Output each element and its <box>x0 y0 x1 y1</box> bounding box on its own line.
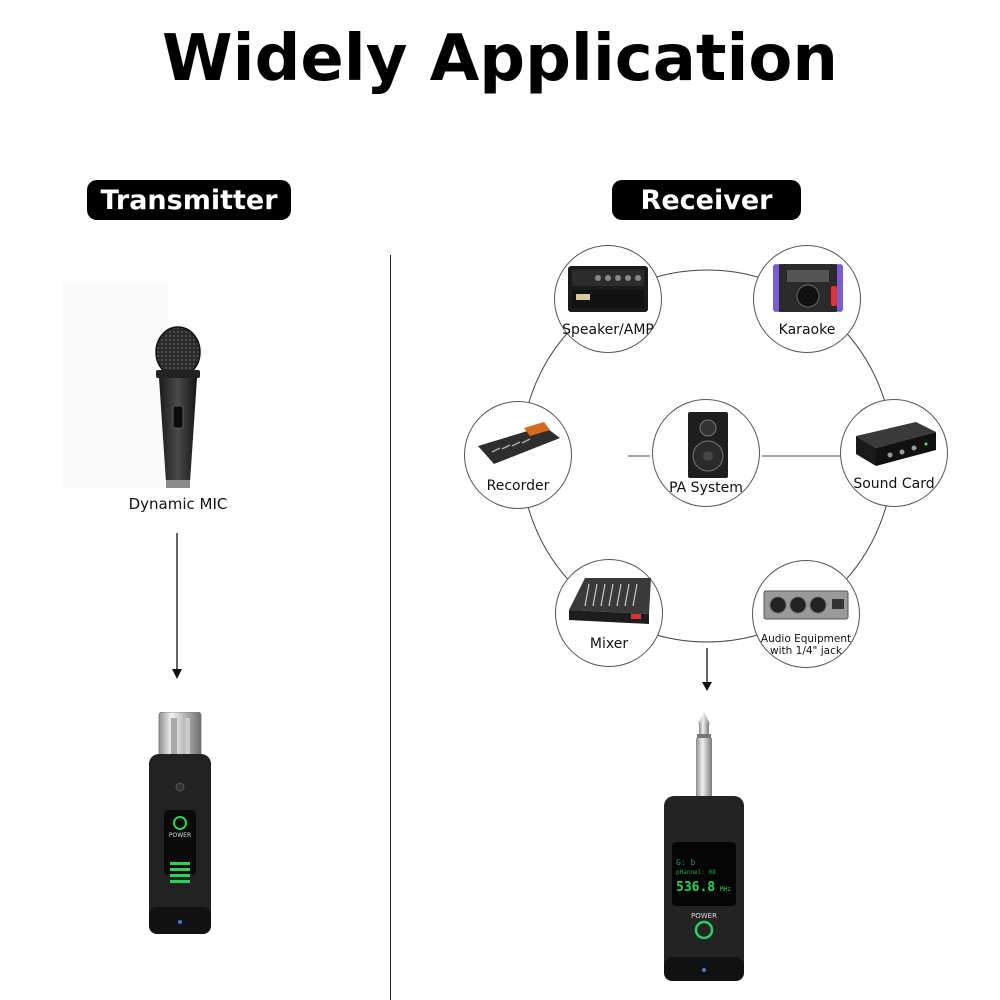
recorder-icon <box>478 422 560 464</box>
transmitter-arrow <box>172 533 182 679</box>
sound-card-icon <box>856 422 936 466</box>
node-label: Recorder <box>486 478 550 494</box>
node-pa-system: PA System <box>652 399 760 507</box>
page-title: Widely Application <box>162 22 838 96</box>
node-karaoke: Karaoke <box>753 245 861 353</box>
receiver-device: G: b pHannel: 08 536.8 MHz POWER <box>662 712 746 984</box>
node-label-line1: Audio Equipment <box>760 633 852 645</box>
transmitter-device: POWER <box>147 712 213 937</box>
receiver-screen-line2: pHannel: 08 <box>676 869 716 876</box>
karaoke-icon <box>773 264 843 312</box>
receiver-power-label: POWER <box>691 912 717 920</box>
dynamic-mic-icon <box>155 326 201 488</box>
mixer-icon <box>569 578 651 624</box>
receiver-arrow <box>702 648 712 691</box>
mic-backdrop <box>62 283 168 488</box>
section-divider <box>390 255 391 1000</box>
audio-equipment-icon <box>763 590 849 620</box>
node-recorder: Recorder <box>464 401 572 509</box>
node-label: Speaker/AMP <box>562 322 654 338</box>
node-label: PA System <box>669 480 743 496</box>
node-label: Sound Card <box>853 476 935 492</box>
transmitter-heading: Transmitter <box>87 180 291 220</box>
receiver-heading: Receiver <box>612 180 801 220</box>
node-audio-equipment: Audio Equipment with 1/4" jack <box>752 560 860 668</box>
node-label-line2: with 1/4" jack <box>770 645 842 657</box>
pa-speaker-icon <box>688 412 728 478</box>
mic-label: Dynamic MIC <box>128 495 228 513</box>
node-label: Karaoke <box>778 322 836 338</box>
node-mixer: Mixer <box>555 559 663 667</box>
node-label: Mixer <box>589 636 629 652</box>
receiver-screen-line1: G: b <box>676 858 696 867</box>
amp-icon <box>568 266 648 312</box>
transmitter-power-label: POWER <box>168 832 192 839</box>
receiver-frequency: 536.8 <box>676 880 716 895</box>
node-speaker-amp: Speaker/AMP <box>554 245 662 353</box>
receiver-frequency-unit: MHz <box>720 886 731 893</box>
node-sound-card: Sound Card <box>840 399 948 507</box>
